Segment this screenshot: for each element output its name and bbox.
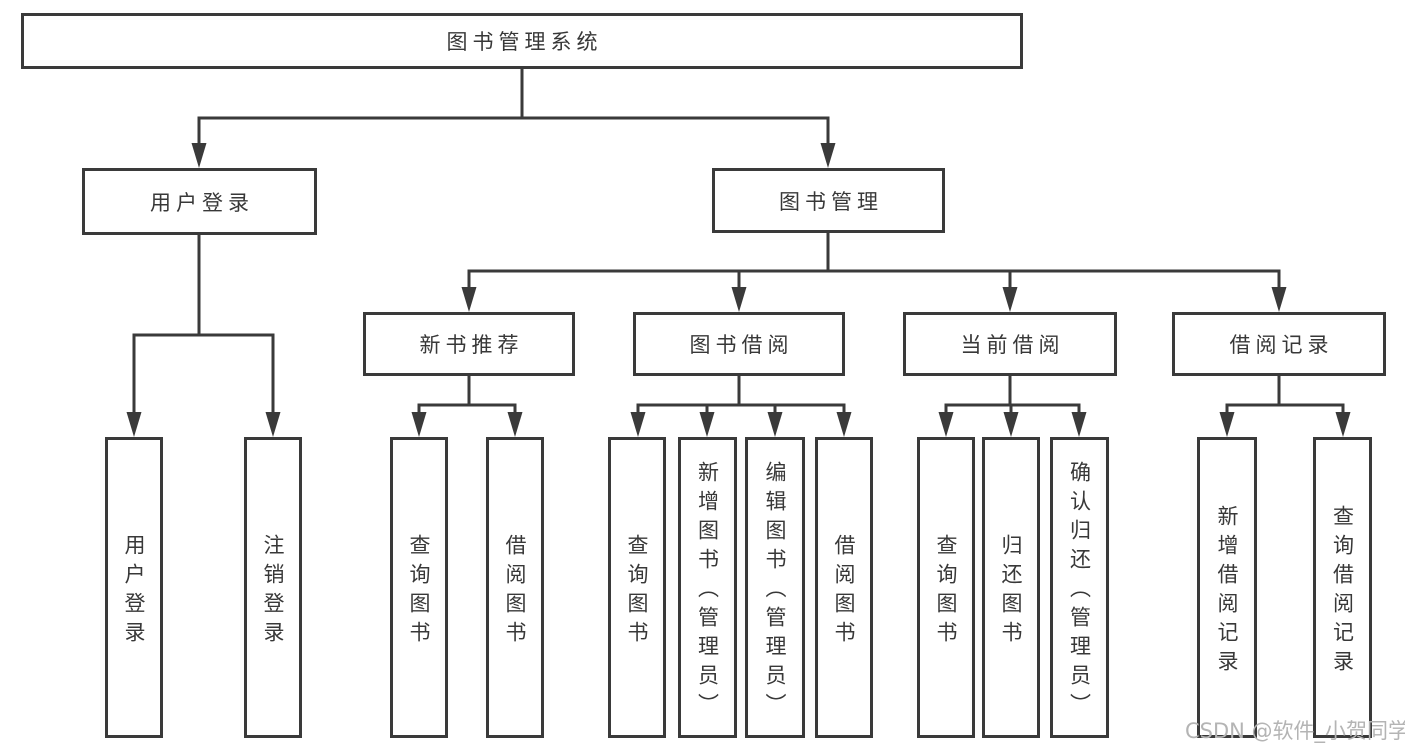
node-label: 新增图书（管理员） bbox=[695, 461, 720, 722]
node-label: 借阅图书 bbox=[832, 533, 856, 650]
leaf-logout: 注销登录 bbox=[244, 437, 302, 738]
node-label: 确认归还（管理员） bbox=[1067, 461, 1092, 722]
node-label: 查询借阅记录 bbox=[1330, 504, 1355, 679]
node-book-borrow: 图书借阅 bbox=[633, 312, 845, 376]
leaf-borrow-books-recommend: 借阅图书 bbox=[486, 437, 544, 738]
node-current-borrow: 当前借阅 bbox=[903, 312, 1117, 376]
node-library-management-system: 图书管理系统 bbox=[21, 13, 1023, 69]
leaf-confirm-return-admin: 确认归还（管理员） bbox=[1050, 437, 1109, 738]
node-label: 借阅记录 bbox=[1229, 333, 1334, 357]
node-label: 新书推荐 bbox=[419, 333, 524, 357]
leaf-user-login: 用户登录 bbox=[105, 437, 163, 738]
arrowheads bbox=[126, 143, 1351, 437]
node-label: 查询图书 bbox=[934, 533, 958, 650]
node-label: 图书管理 bbox=[779, 189, 883, 214]
node-new-book-recommend: 新书推荐 bbox=[363, 312, 575, 376]
leaf-query-books-current: 查询图书 bbox=[917, 437, 975, 738]
node-label: 新增借阅记录 bbox=[1215, 504, 1239, 679]
node-book-management: 图书管理 bbox=[712, 168, 945, 233]
leaf-edit-book-admin: 编辑图书（管理员） bbox=[745, 437, 805, 738]
leaf-add-borrow-record: 新增借阅记录 bbox=[1197, 437, 1257, 738]
node-label: 编辑图书（管理员） bbox=[763, 461, 787, 722]
node-label: 图书管理系统 bbox=[446, 30, 603, 54]
node-label: 借阅图书 bbox=[503, 533, 527, 650]
node-label: 查询图书 bbox=[407, 533, 431, 650]
node-label: 当前借阅 bbox=[960, 333, 1065, 357]
leaf-query-books-borrow: 查询图书 bbox=[608, 437, 666, 738]
node-label: 查询图书 bbox=[625, 533, 649, 650]
node-label: 图书借阅 bbox=[689, 333, 794, 357]
leaf-query-borrow-record: 查询借阅记录 bbox=[1313, 437, 1372, 738]
csdn-watermark: CSDN @软件_小贺同学 bbox=[1185, 719, 1405, 743]
node-label: 用户登录 bbox=[150, 190, 254, 215]
node-label: 归还图书 bbox=[999, 533, 1023, 650]
leaf-return-books: 归还图书 bbox=[982, 437, 1040, 738]
node-user-login: 用户登录 bbox=[82, 168, 317, 235]
leaf-borrow-books: 借阅图书 bbox=[815, 437, 873, 738]
node-borrow-records: 借阅记录 bbox=[1172, 312, 1386, 376]
node-label: 用户登录 bbox=[122, 533, 146, 650]
node-label: 注销登录 bbox=[261, 533, 285, 650]
leaf-add-book-admin: 新增图书（管理员） bbox=[678, 437, 737, 738]
leaf-query-books-recommend: 查询图书 bbox=[390, 437, 448, 738]
